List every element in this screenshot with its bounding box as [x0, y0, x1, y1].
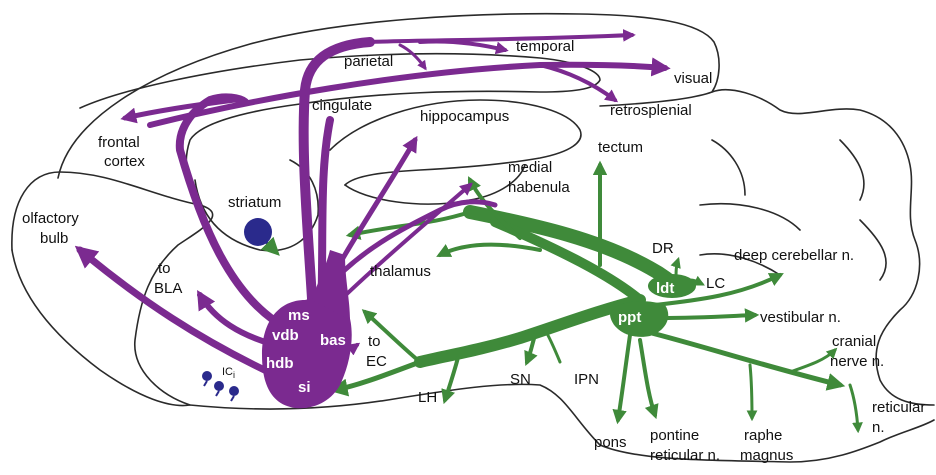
to-habenula-purple-branch	[322, 199, 498, 293]
lh-label: LH	[418, 389, 437, 406]
dorsal-trunk	[298, 37, 375, 355]
to-thalamus-branch-2	[436, 242, 542, 257]
visual-label: visual	[674, 70, 712, 87]
olfactory-bulb-label-1: olfactory	[22, 210, 79, 227]
ldt-nucleus-shape	[648, 274, 696, 298]
basal-forebrain-nuclei-shape	[262, 298, 352, 409]
to-ec-green-branch	[361, 309, 422, 364]
olfactory-outline	[11, 249, 191, 407]
to-ec-label-1: to	[368, 333, 381, 350]
ppt-nucleus-shape	[610, 301, 669, 337]
brainstem-ventral-outline	[11, 171, 935, 463]
deep-cerebellar-label: deep cerebellar n.	[734, 247, 854, 264]
brain-outline	[11, 12, 935, 463]
ppt-trunk-upper	[490, 217, 645, 305]
parietal-label: parietal	[344, 53, 393, 70]
to-cranial-nerve-branch	[788, 347, 838, 374]
to-frontal-cortex-branch	[120, 97, 238, 124]
raphe-magnus-label-2: magnus	[740, 447, 793, 464]
ic-neuron-1-axon	[203, 380, 208, 387]
bas-nucleus-shape	[312, 250, 350, 320]
medial-habenula-label-1: medial	[508, 159, 552, 176]
ic-neuron-1-icon	[202, 371, 212, 381]
to-ipn-branch	[543, 328, 562, 364]
retrosplenial-label: retrosplenial	[610, 102, 692, 119]
to-deep-cerebellar-branch	[653, 273, 784, 307]
vestibular-label: vestibular n.	[760, 309, 841, 326]
basal-forebrain-projections	[74, 29, 671, 409]
brainstem-projections	[329, 160, 863, 434]
to-olfactory-bulb-branch	[74, 245, 279, 379]
to-cranial-reticular-branch	[637, 327, 846, 391]
olfactory-bulb-label-2: bulb	[40, 230, 68, 247]
to-retrosplenial-branch	[538, 63, 619, 103]
ldt-label: ldt	[656, 280, 674, 297]
bas-label: bas	[320, 332, 346, 349]
frontal-cortex-label-1: frontal	[98, 134, 140, 151]
nucleus-labels: ms vdb hdb bas si ldt ppt	[266, 280, 674, 396]
pons-label: pons	[594, 434, 627, 451]
cingulate-label: cingulate	[312, 97, 372, 114]
to-sn-branch	[524, 333, 538, 366]
ipn-label: IPN	[574, 371, 599, 388]
lc-label: LC	[706, 275, 725, 292]
to-parietal-branch	[398, 43, 427, 71]
hippocampus-outline	[329, 99, 582, 186]
ic-neuron-3-axon	[230, 395, 235, 402]
to-ec-label-2: EC	[366, 353, 387, 370]
frontal-loop	[175, 93, 294, 334]
to-bla-label-1: to	[158, 260, 171, 277]
frontal-cortex-label-2: cortex	[104, 153, 145, 170]
thalamus-label: thalamus	[370, 263, 431, 280]
cerebellum-outline	[711, 88, 935, 406]
si-label: si	[298, 379, 311, 396]
ic-neuron-3-icon	[229, 386, 239, 396]
reticular-label-1: reticular	[872, 399, 925, 416]
pontine-reticular-label-2: reticular n.	[650, 447, 720, 464]
to-si-green-branch	[329, 359, 423, 397]
to-temporal-branch-2	[418, 39, 509, 55]
to-lh-branch	[441, 348, 462, 405]
striatal-interneuron-axon	[260, 236, 280, 256]
to-raphe-magnus-branch	[746, 363, 758, 422]
ic-label: ICi	[222, 366, 235, 380]
to-vestibular-branch	[658, 308, 760, 323]
to-visual-branch	[147, 57, 671, 128]
ppt-trunk-lower	[414, 294, 646, 368]
dr-label: DR	[652, 240, 674, 257]
ic-label-main: IC	[222, 366, 233, 378]
temporal-label: temporal	[516, 38, 574, 55]
sn-label: SN	[510, 371, 531, 388]
hdb-label: hdb	[266, 355, 294, 372]
ppt-label: ppt	[618, 309, 641, 326]
raphe-magnus-label-1: raphe	[744, 427, 782, 444]
medial-habenula-label-2: habenula	[508, 179, 570, 196]
striatum-label: striatum	[228, 194, 281, 211]
to-pontine-reticular-branch	[638, 338, 659, 420]
cerebellum-folia	[699, 139, 887, 281]
cranial-nerve-label-2: nerve n.	[830, 353, 884, 370]
tectum-label: tectum	[598, 139, 643, 156]
ic-label-sub: i	[233, 370, 235, 380]
region-labels: parietal temporal visual retrosplenial c…	[22, 38, 925, 464]
striatum-outline	[194, 159, 320, 252]
cranial-nerve-label-1: cranial	[832, 333, 876, 350]
to-reticular-branch	[848, 383, 863, 434]
thalamus-outline	[344, 164, 526, 205]
to-bla-label-2: BLA	[154, 280, 182, 297]
hippocampus-label: hippocampus	[420, 108, 509, 125]
reticular-label-2: n.	[872, 419, 885, 436]
ms-label: ms	[288, 307, 310, 324]
to-pons-branch	[612, 333, 632, 425]
pontine-reticular-label-1: pontine	[650, 427, 699, 444]
to-temporal-branch	[368, 29, 636, 44]
interneurons	[202, 218, 280, 402]
vdb-label: vdb	[272, 327, 299, 344]
to-medial-habenula-branch	[468, 176, 522, 240]
ic-neuron-2-axon	[215, 390, 220, 397]
ic-neuron-2-icon	[214, 381, 224, 391]
